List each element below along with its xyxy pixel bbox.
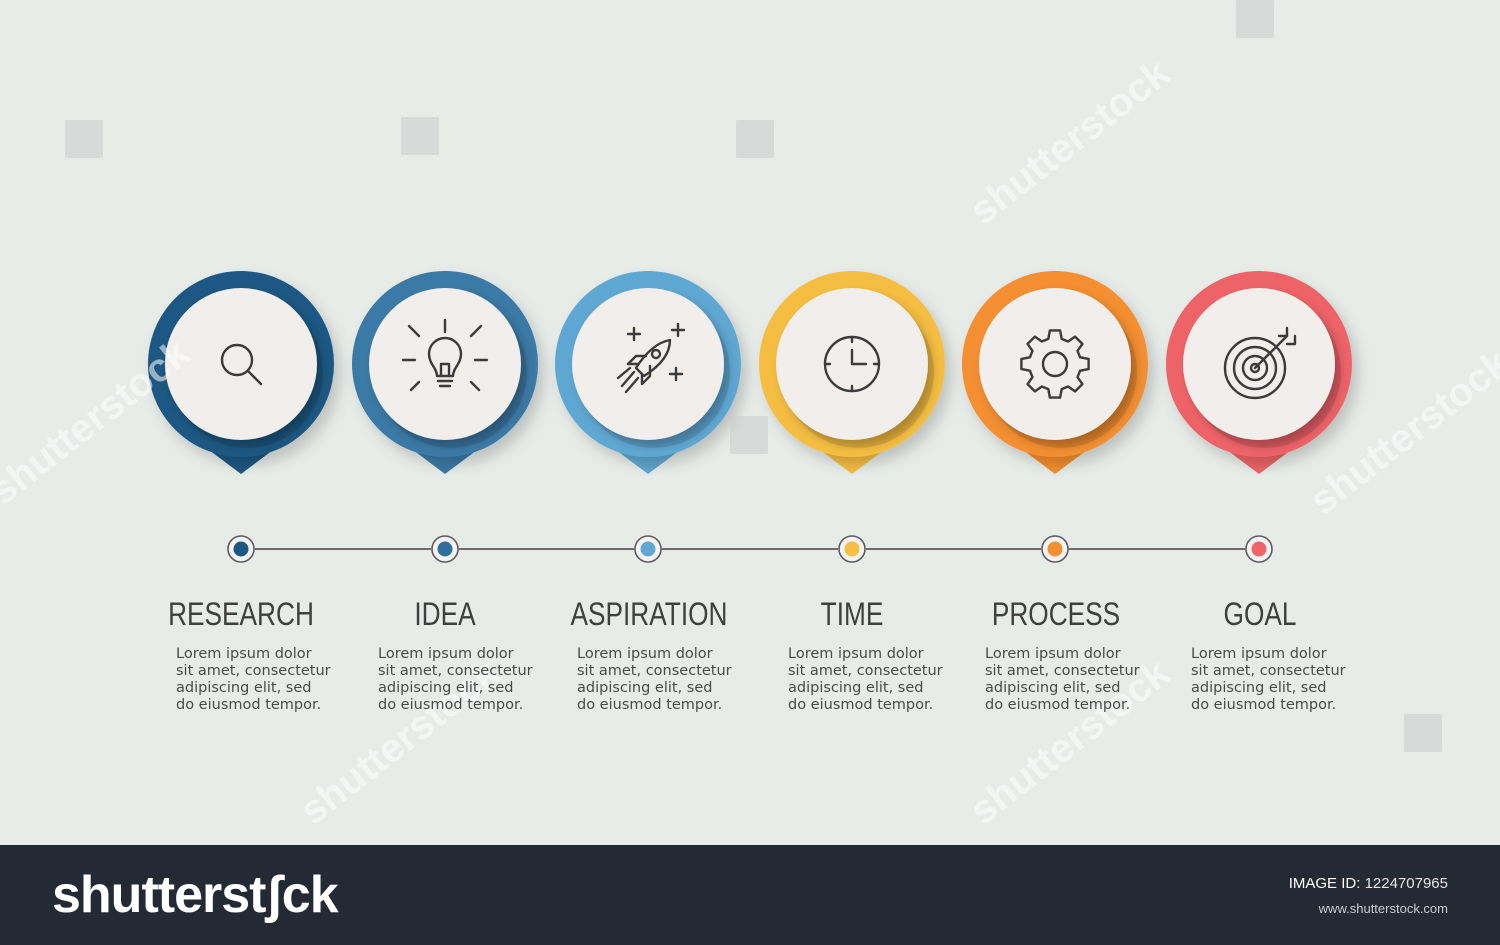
pin-goal [1166, 271, 1352, 474]
watermark-logo [65, 120, 103, 158]
step-title-aspiration: ASPIRATION [570, 596, 728, 632]
step-title-process: PROCESS [991, 596, 1121, 632]
step-description-research: Lorem ipsum dolor sit amet, consectetur … [176, 646, 331, 713]
step-title-idea: IDEA [414, 596, 476, 632]
gear-icon [1020, 329, 1090, 399]
timeline-dot-time [838, 535, 866, 563]
timeline-dot-idea [431, 535, 459, 563]
pin-time [759, 271, 945, 474]
image-id-value: 1224707965 [1364, 875, 1448, 892]
timeline-dot-goal [1245, 535, 1273, 563]
timeline-dot-aspiration [634, 535, 662, 563]
pin-idea [352, 271, 538, 474]
step-title-goal: GOAL [1223, 596, 1297, 632]
step-description-time: Lorem ipsum dolor sit amet, consectetur … [788, 646, 943, 713]
step-description-goal: Lorem ipsum dolor sit amet, consectetur … [1191, 646, 1346, 713]
target-icon [1223, 326, 1297, 400]
step-title-time: TIME [820, 596, 884, 632]
step-description-aspiration: Lorem ipsum dolor sit amet, consectetur … [577, 646, 732, 713]
pin-aspiration [555, 271, 741, 474]
magnifier-icon [220, 343, 263, 386]
footer-bar: shutterstʃck IMAGE ID: 1224707965 www.sh… [0, 845, 1500, 945]
site-url[interactable]: www.shutterstock.com [1318, 901, 1448, 916]
timeline-dots [227, 535, 1273, 563]
image-id-label: IMAGE ID: [1288, 875, 1361, 892]
timeline-graphic [148, 271, 1352, 563]
pin-pointer [209, 450, 273, 474]
infographic-canvas: shutterstock shutterstock shutterstock s… [0, 0, 1500, 834]
image-id: IMAGE ID: 1224707965 [1289, 875, 1448, 892]
timeline-dot-research [227, 535, 255, 563]
watermark-logo [1236, 0, 1274, 38]
step-description-idea: Lorem ipsum dolor sit amet, consectetur … [378, 646, 533, 713]
pin-pointer [413, 450, 477, 474]
pin-pointer [820, 450, 884, 474]
timeline-pins [148, 271, 1352, 474]
pin-face [979, 288, 1131, 440]
step-title-research: RESEARCH [168, 596, 314, 632]
rocket-icon [616, 322, 686, 394]
clock-icon [823, 335, 881, 393]
pin-research [148, 271, 334, 474]
watermark-logo [736, 120, 774, 158]
watermark-logo [1404, 714, 1442, 752]
pin-pointer [1227, 450, 1291, 474]
brand-logo[interactable]: shutterstʃck [52, 866, 339, 924]
pin-face [572, 288, 724, 440]
watermark-logo [730, 416, 768, 454]
timeline-dot-process [1041, 535, 1069, 563]
step-description-process: Lorem ipsum dolor sit amet, consectetur … [985, 646, 1140, 713]
watermark-logo [401, 117, 439, 155]
pin-pointer [616, 450, 680, 474]
lightbulb-icon [401, 318, 489, 392]
pin-pointer [1023, 450, 1087, 474]
pin-face [165, 288, 317, 440]
pin-process [962, 271, 1148, 474]
